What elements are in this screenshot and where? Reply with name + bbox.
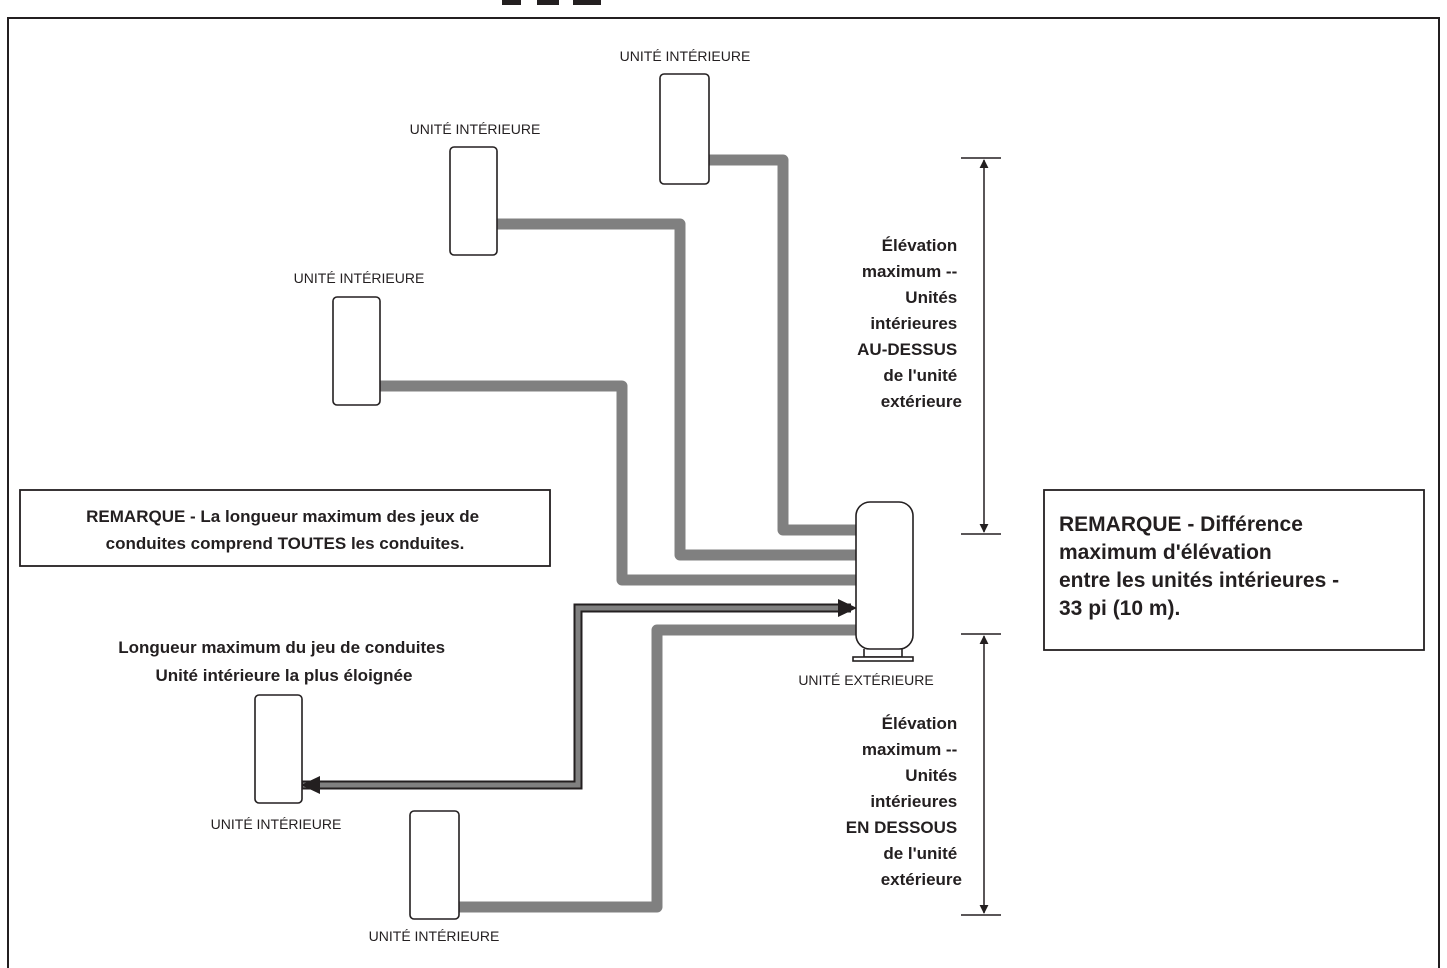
arrowhead-left-icon xyxy=(301,776,320,794)
outdoor-unit: UNITÉ EXTÉRIEURE xyxy=(798,501,934,688)
indoor-unit-upper: UNITÉ INTÉRIEURE xyxy=(410,121,541,256)
arrowhead-right-icon xyxy=(838,599,857,617)
title-fragment xyxy=(502,0,601,5)
indoor-unit-label: UNITÉ INTÉRIEURE xyxy=(410,121,541,137)
indoor-unit-farthest: UNITÉ INTÉRIEURE xyxy=(211,694,342,832)
indoor-unit-top: UNITÉ INTÉRIEURE xyxy=(620,48,751,185)
note-elevation-difference-text: REMARQUE - Différence maximum d'élévatio… xyxy=(1059,513,1345,620)
indoor-unit-label: UNITÉ INTÉRIEURE xyxy=(211,816,342,832)
pipe-indoor-top xyxy=(708,154,856,536)
pipe-group xyxy=(379,154,856,913)
note-box-elevation-difference: REMARQUE - Différence maximum d'élévatio… xyxy=(1043,489,1425,651)
elevation-dimension-below: Élévation maximum -- Unités intérieures … xyxy=(846,633,1001,916)
indoor-unit-label: UNITÉ INTÉRIEURE xyxy=(620,48,751,64)
longest-run-caption: Longueur maximum du jeu de conduites Uni… xyxy=(118,638,450,685)
indoor-unit-label: UNITÉ INTÉRIEURE xyxy=(369,928,500,944)
note-box-pipe-length: REMARQUE - La longueur maximum des jeux … xyxy=(19,489,551,567)
diagram-frame xyxy=(7,17,1440,968)
elevation-dimension-above: Élévation maximum -- Unités intérieures … xyxy=(857,157,1001,535)
longest-pipe-run xyxy=(301,599,857,794)
pipe-indoor-bottom xyxy=(459,624,856,913)
elevation-above-label: Élévation maximum -- Unités intérieures … xyxy=(857,236,962,411)
outdoor-unit-base xyxy=(852,656,914,662)
indoor-unit-middle: UNITÉ INTÉRIEURE xyxy=(294,270,425,406)
indoor-unit-label: UNITÉ INTÉRIEURE xyxy=(294,270,425,286)
outdoor-unit-stand xyxy=(863,649,903,658)
note-pipe-length-text: REMARQUE - La longueur maximum des jeux … xyxy=(86,507,484,553)
outdoor-unit-label: UNITÉ EXTÉRIEURE xyxy=(798,672,933,688)
pipe-indoor-upper xyxy=(496,218,856,561)
elevation-below-label: Élévation maximum -- Unités intérieures … xyxy=(846,714,962,889)
pipe-indoor-middle xyxy=(379,380,856,586)
indoor-unit-bottom: UNITÉ INTÉRIEURE xyxy=(369,810,500,944)
